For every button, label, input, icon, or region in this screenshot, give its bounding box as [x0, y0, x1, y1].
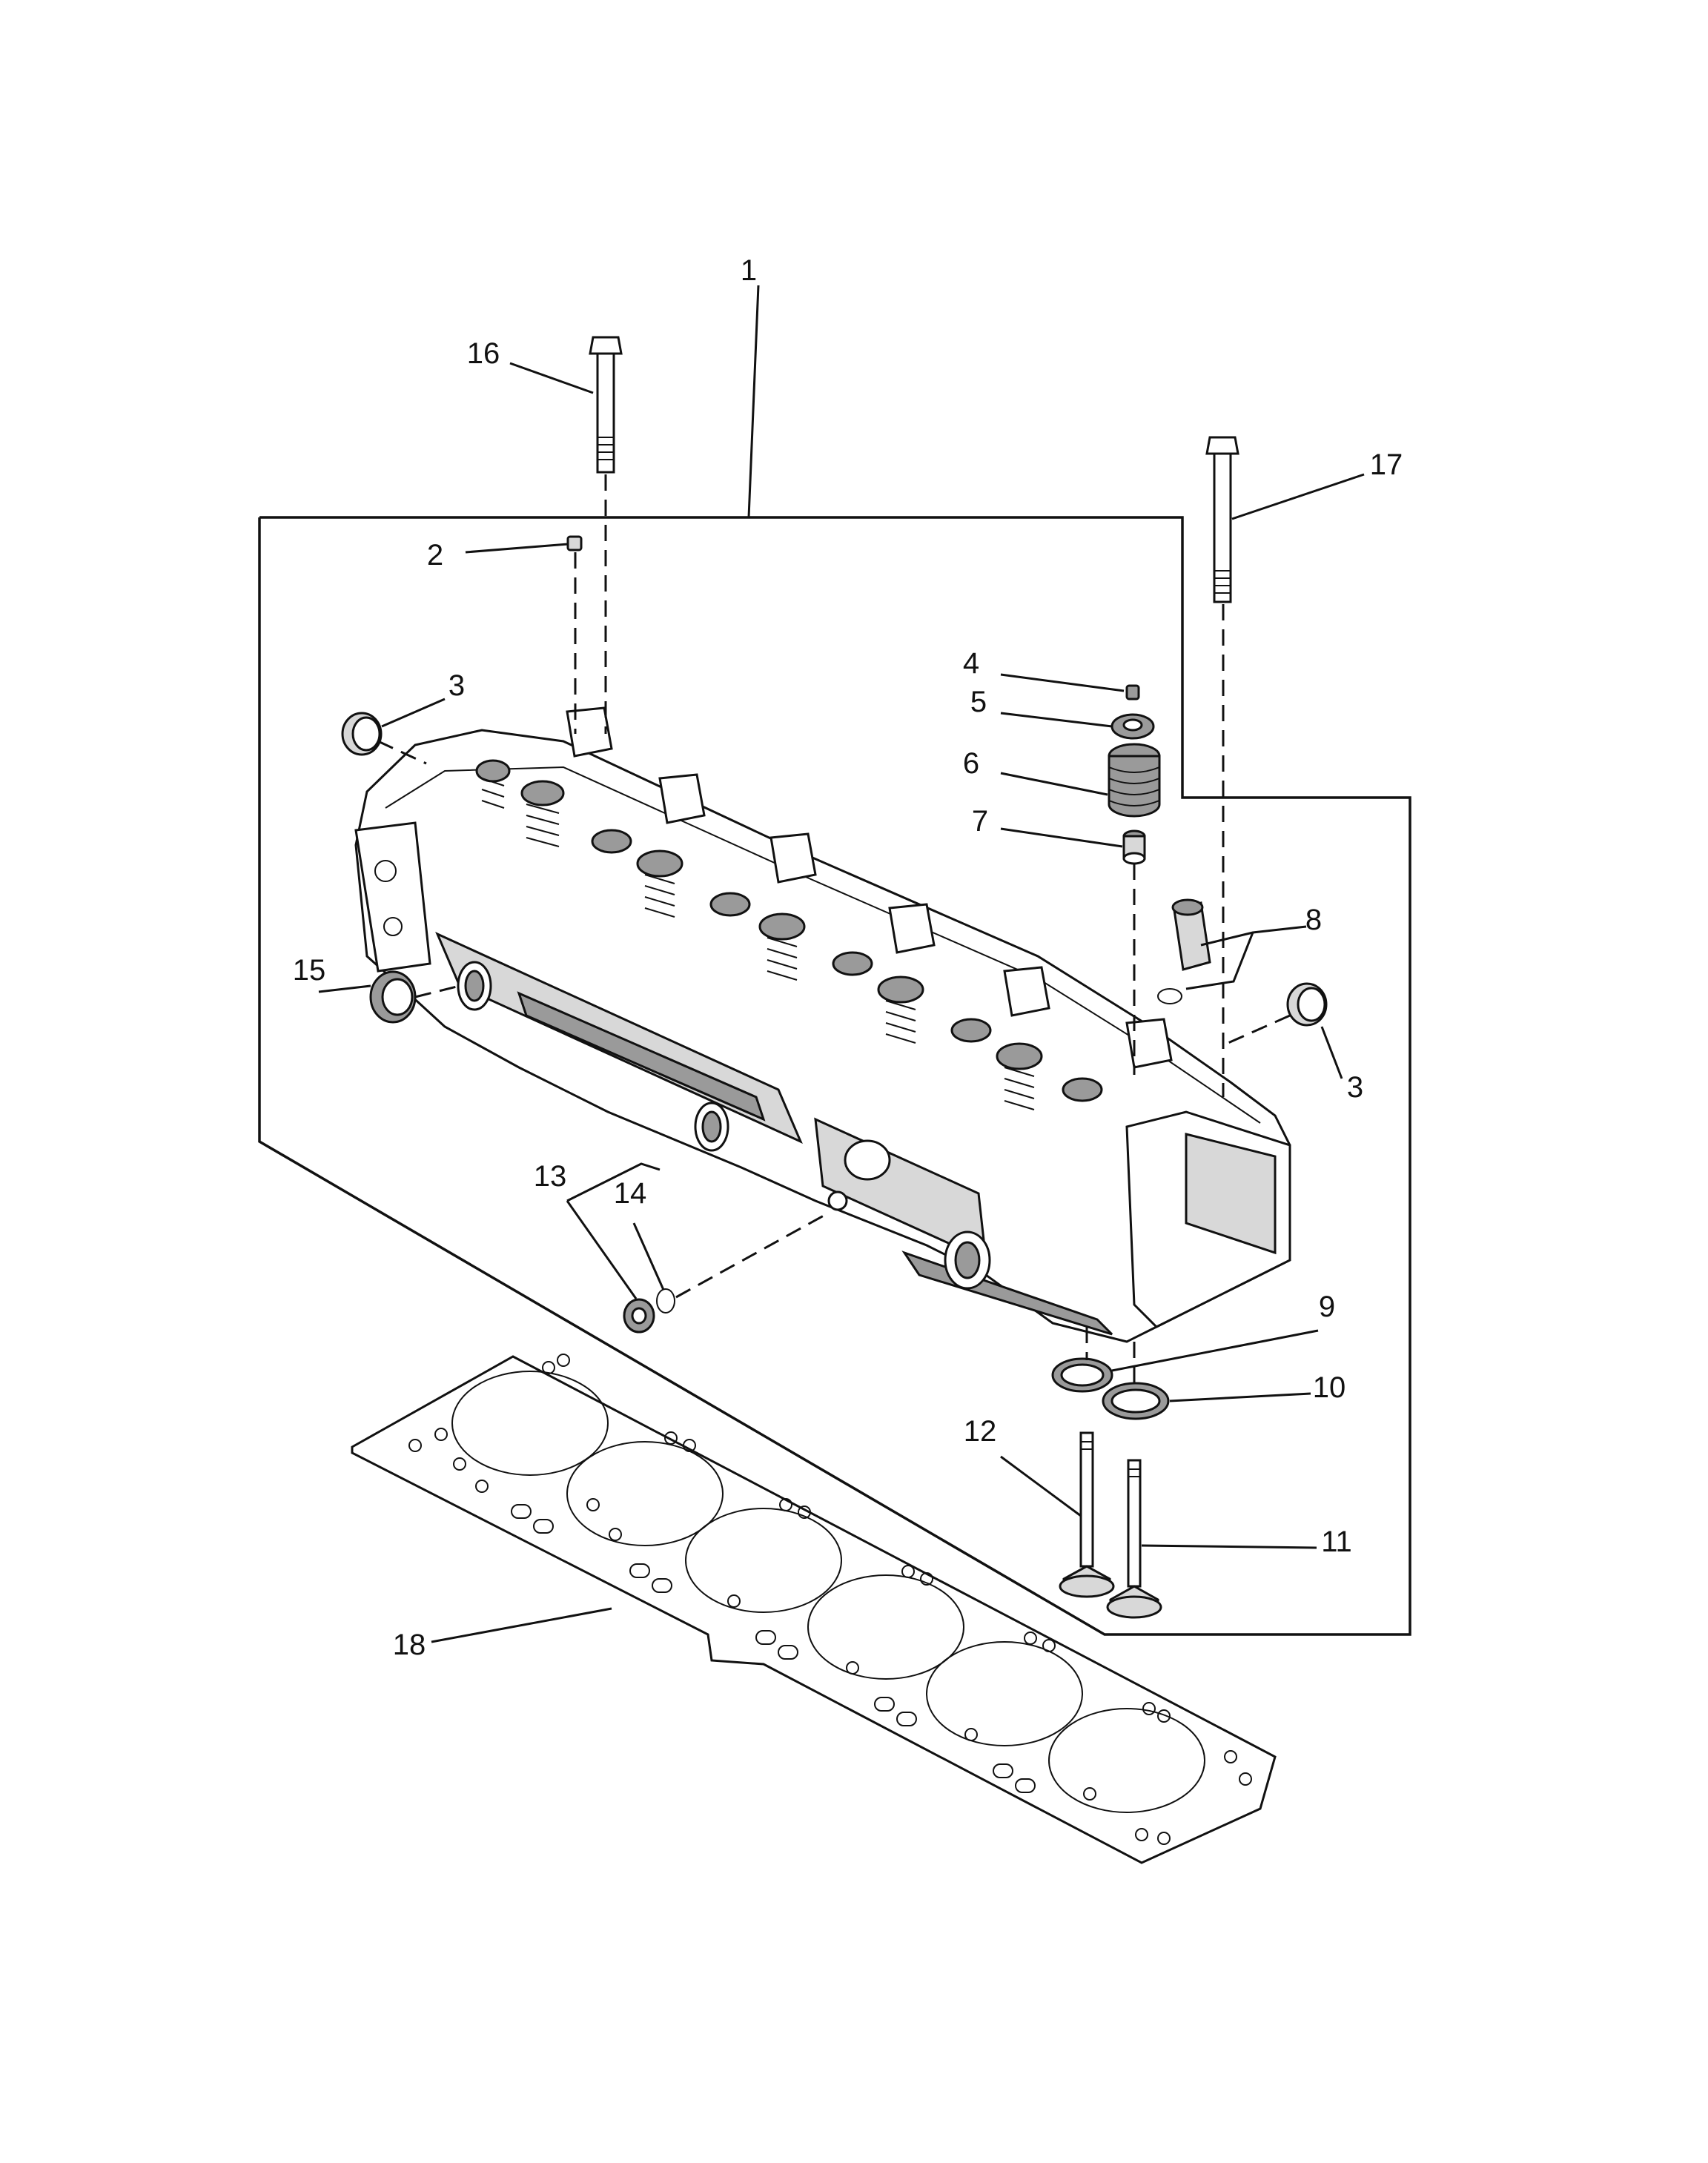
callout-16: 16	[467, 337, 500, 370]
callout-14: 14	[614, 1177, 647, 1210]
leader-lines	[318, 285, 1365, 1643]
callout-3-right: 3	[1347, 1071, 1363, 1104]
valve-stem-seal	[1122, 829, 1146, 865]
valve-spring	[1108, 743, 1161, 818]
callout-3-left: 3	[448, 669, 465, 702]
assembly-dashed-lines	[377, 474, 1291, 1385]
callout-4: 4	[963, 647, 979, 680]
callout-15: 15	[293, 954, 326, 987]
dowel-pin	[566, 535, 583, 551]
callout-13: 13	[534, 1160, 567, 1193]
callout-labels: 1 2 3 3 4 5 6 7 8 9 10 11 12 13 14 15 16…	[293, 254, 1403, 1661]
callout-8: 8	[1305, 904, 1322, 936]
callout-11: 11	[1321, 1526, 1352, 1558]
valve-seat-10	[1102, 1382, 1170, 1420]
seal-ring	[369, 970, 417, 1024]
valve-springs	[475, 759, 1103, 1110]
head-gasket	[351, 1354, 1277, 1864]
callout-12: 12	[964, 1415, 997, 1448]
callout-6: 6	[963, 747, 979, 780]
injector-sleeve	[1157, 898, 1211, 1004]
callout-7: 7	[972, 805, 988, 838]
callout-5: 5	[970, 686, 987, 718]
valve-12	[1059, 1431, 1115, 1598]
valve-keeper	[1125, 684, 1140, 700]
valve-11	[1106, 1459, 1162, 1619]
head-bolt-17	[1205, 436, 1239, 603]
spring-retainer	[1110, 713, 1155, 740]
valve-seat-9	[1051, 1357, 1113, 1393]
callout-17: 17	[1370, 448, 1403, 481]
assembly-frame	[258, 516, 1411, 1636]
callout-10: 10	[1313, 1371, 1346, 1404]
expansion-plug-right	[1286, 982, 1328, 1027]
plug-o-ring	[656, 1288, 675, 1314]
callout-2: 2	[427, 539, 443, 572]
callout-18: 18	[393, 1629, 426, 1661]
port-plug	[623, 1298, 655, 1334]
callout-1: 1	[741, 254, 757, 287]
expansion-plug-left	[341, 712, 383, 756]
callout-9: 9	[1319, 1291, 1335, 1323]
head-bolt-16	[589, 336, 623, 474]
cylinder-head	[354, 706, 1291, 1343]
